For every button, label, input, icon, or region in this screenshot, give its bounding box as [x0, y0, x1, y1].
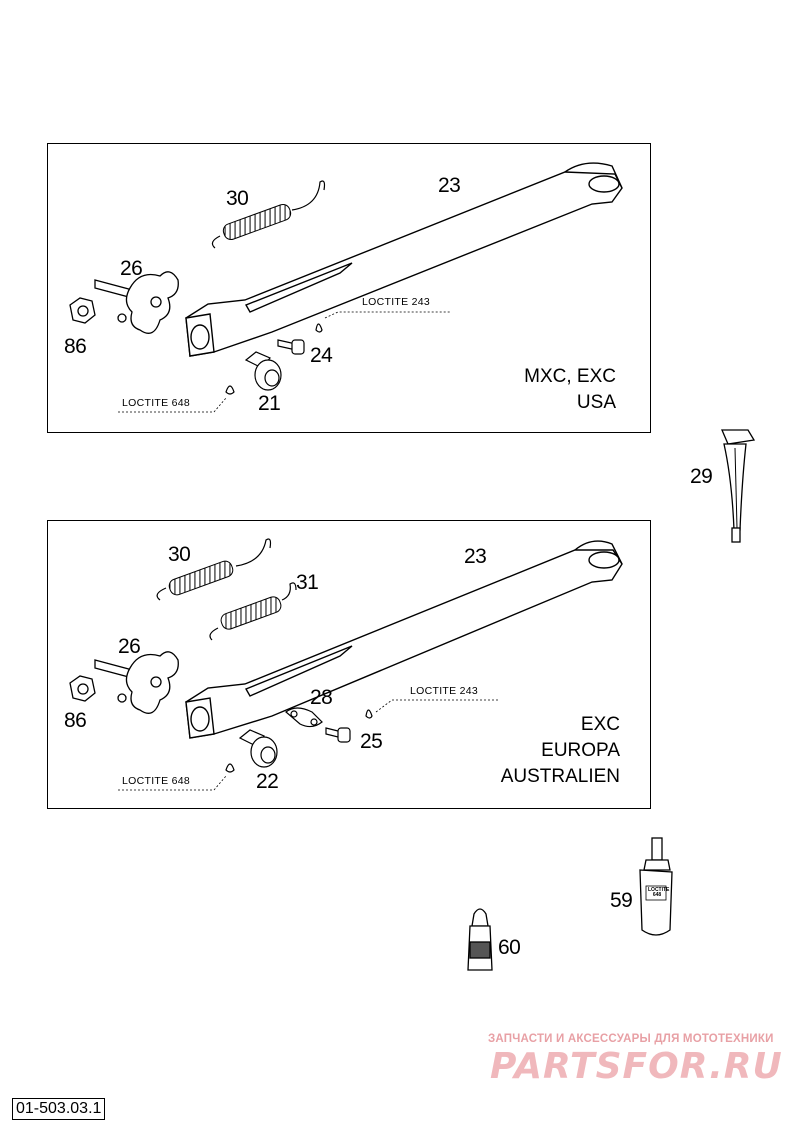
- part-number-30-top: 30: [226, 187, 249, 210]
- part-number-26-top: 26: [120, 257, 143, 280]
- screw-24-top: [277, 323, 323, 355]
- part-number-22-bottom: 22: [256, 770, 279, 793]
- pin-21-top: [225, 351, 282, 395]
- screw-25-bottom: [325, 709, 373, 743]
- part-number-24-top: 24: [310, 344, 333, 367]
- loctite-648-note-bottom: LOCTITE 648: [122, 775, 191, 787]
- spring-30-bottom: [156, 538, 272, 601]
- pivot-bracket-26-bottom: [94, 651, 179, 714]
- part-number-23-bottom: 23: [464, 545, 487, 568]
- variant-label-bottom: EXC EUROPA AUSTRALIEN: [420, 712, 620, 790]
- part-number-86-bottom: 86: [64, 709, 87, 732]
- loctite-243-note-bottom: LOCTITE 243: [410, 685, 479, 697]
- variant-line-3: AUSTRALIEN: [500, 766, 620, 787]
- spring-31-bottom: [209, 582, 297, 641]
- part-number-28-bottom: 28: [310, 686, 333, 709]
- variant-label-top: MXC, EXC USA: [420, 364, 616, 416]
- part-number-31-bottom: 31: [296, 571, 319, 594]
- nut-86-bottom: [69, 675, 96, 702]
- pivot-bracket-26-top: [94, 271, 179, 334]
- part-number-23-top: 23: [438, 174, 461, 197]
- variant-line-2: USA: [576, 392, 616, 413]
- part-number-26-bottom: 26: [118, 635, 141, 658]
- sidestand-leg-top: [185, 162, 623, 357]
- tool-29: [721, 429, 756, 543]
- part-number-30-bottom: 30: [168, 543, 191, 566]
- watermark-logo: PARTSFOR.RU: [490, 1046, 783, 1087]
- part-number-25-bottom: 25: [360, 730, 383, 753]
- watermark-tagline: ЗАПЧАСТИ И АКСЕССУАРЫ ДЛЯ МОТОТЕХНИКИ: [488, 1033, 774, 1045]
- bottle-label: LOCTITE 648: [648, 887, 670, 898]
- part-number-86-top: 86: [64, 335, 87, 358]
- variant-line-1: EXC: [580, 714, 620, 735]
- sidestand-leg-bottom: [185, 540, 623, 739]
- pin-22-bottom: [225, 729, 278, 773]
- plate-28-bottom: [285, 707, 323, 728]
- part-number-29: 29: [690, 465, 713, 488]
- loctite-648-note-top: LOCTITE 648: [122, 397, 191, 409]
- loctite-243-note-top: LOCTITE 243: [362, 296, 431, 308]
- variant-line-1: MXC, EXC: [524, 366, 616, 387]
- spring-30-top: [211, 180, 326, 249]
- grease-bottle-60: [467, 908, 493, 971]
- nut-86-top: [69, 297, 96, 324]
- variant-line-2: EUROPA: [541, 740, 620, 761]
- part-number-60: 60: [498, 936, 521, 959]
- diagram-code: 01-503.03.1: [12, 1098, 106, 1120]
- part-number-59: 59: [610, 889, 633, 912]
- loctite-bottle-59: [639, 837, 673, 936]
- part-number-21-top: 21: [258, 392, 281, 415]
